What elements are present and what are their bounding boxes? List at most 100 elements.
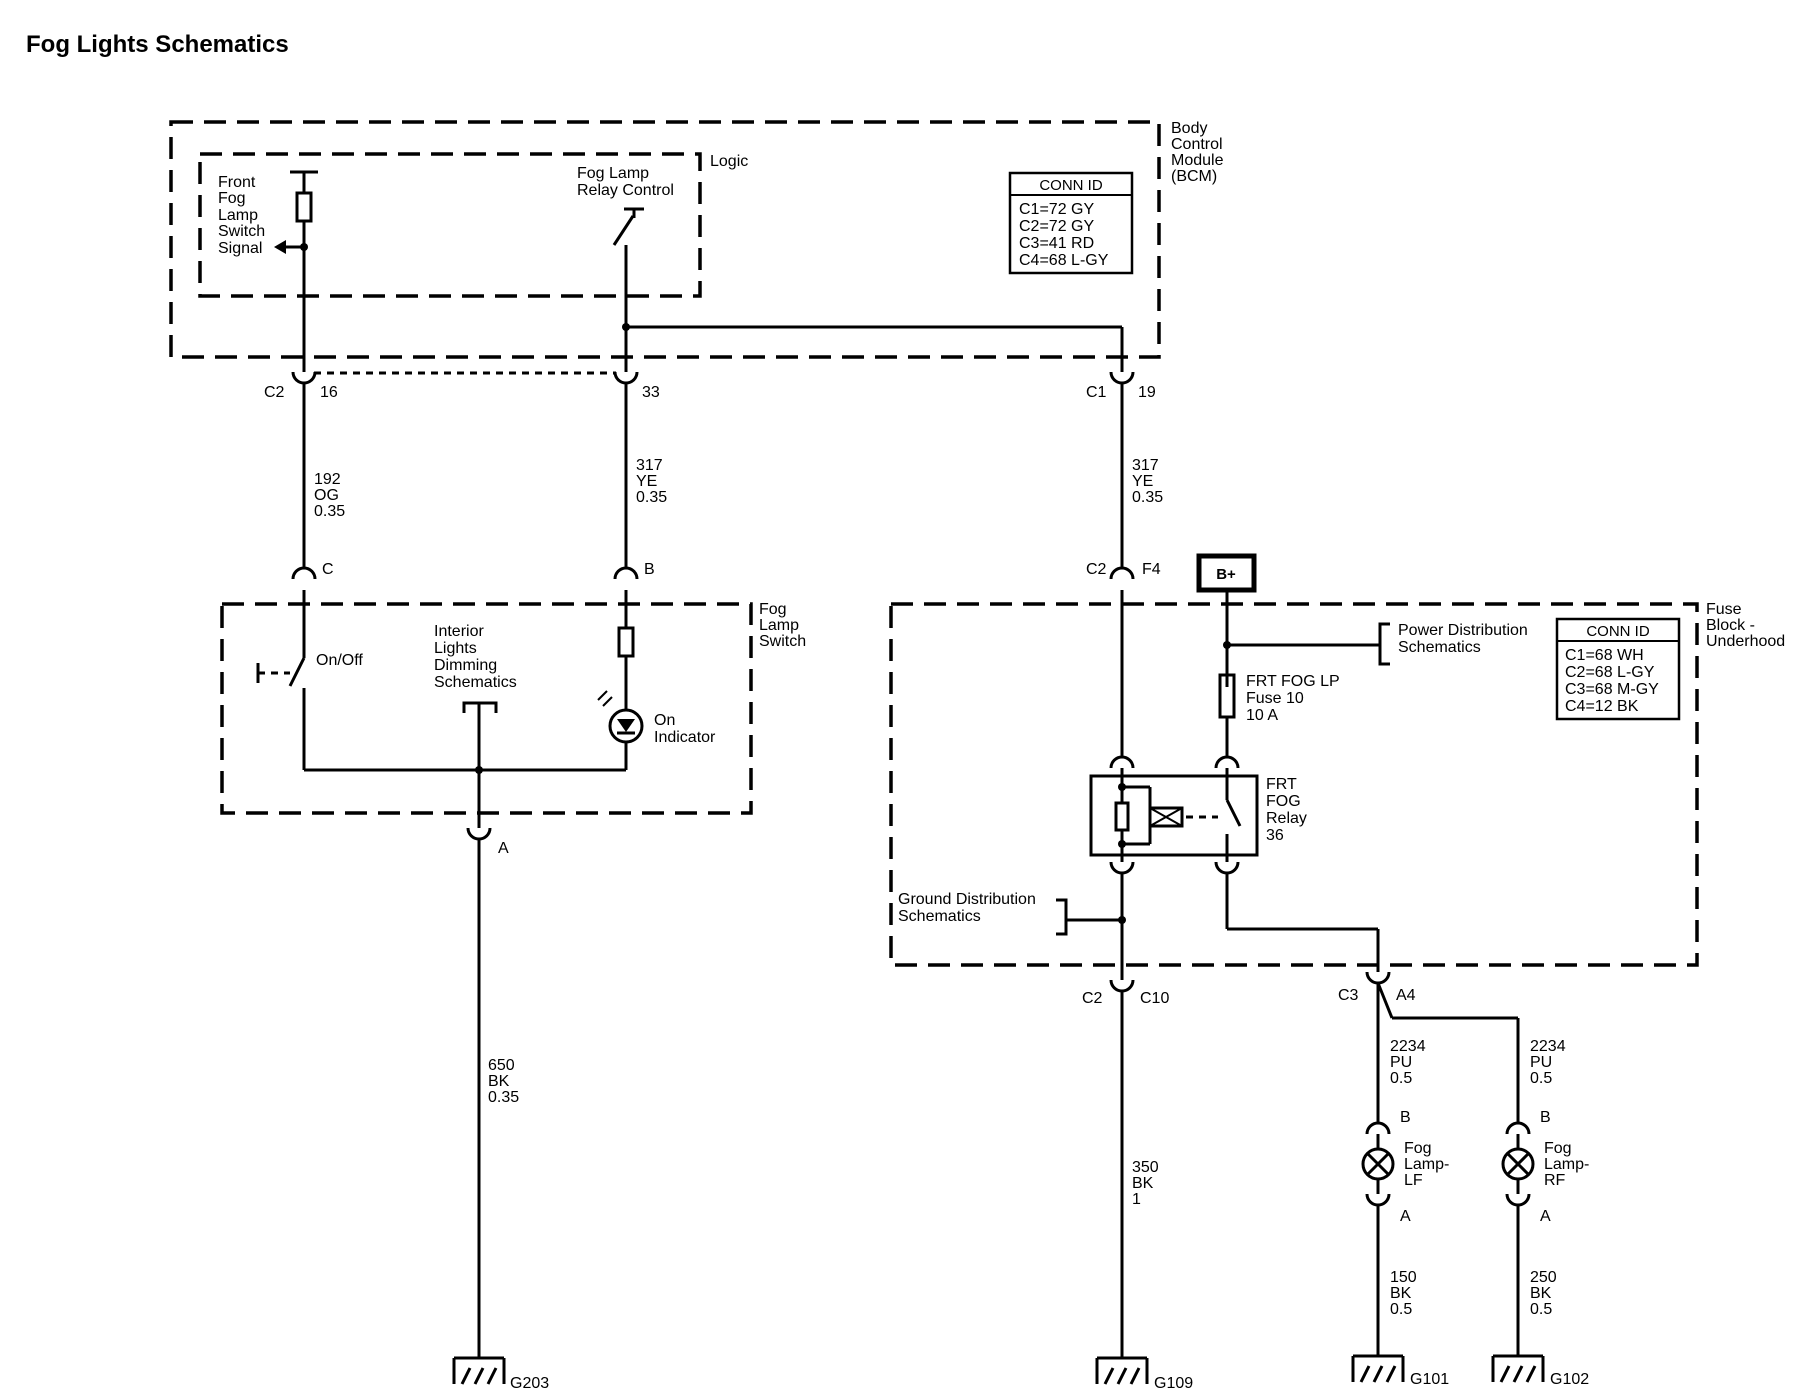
connector-switch-a <box>466 827 492 841</box>
indicator-label-1: On <box>654 712 675 729</box>
connector-lamp-lf-a <box>1365 1193 1391 1207</box>
bcm-label-4: (BCM) <box>1171 168 1217 185</box>
relay-terminal-coil-out <box>1109 861 1135 875</box>
fuse-label-3: 10 A <box>1246 707 1278 724</box>
bcm-label-3: Module <box>1171 152 1224 169</box>
connector-switch-c-label: C <box>322 561 334 578</box>
lamp-lf-label-1: Fog <box>1404 1140 1432 1157</box>
wire-350-size: 1 <box>1132 1191 1141 1208</box>
power-dist-label-2: Schematics <box>1398 639 1481 656</box>
relay-coil-resistor <box>1114 801 1130 832</box>
fuse-conn-id-row-1: C1=68 WH <box>1565 647 1644 664</box>
wire-2234b-size: 0.5 <box>1530 1070 1552 1087</box>
bcm-module: Body Control Module (BCM) Logic Front Fo… <box>169 120 1224 375</box>
frt-fog-relay <box>1089 774 1259 857</box>
ground-g102-icon <box>1491 1354 1545 1383</box>
connector-c2-label: C2 <box>264 384 285 401</box>
fuse-block-label-2: Block - <box>1706 617 1755 634</box>
fog-lamp-rf: B A Fog Lamp- RF <box>1501 1109 1589 1225</box>
connector-lamp-lf-a-label: A <box>1400 1208 1411 1225</box>
bcm-conn-id-row-3: C3=41 RD <box>1019 235 1094 252</box>
fuse-label-1: FRT FOG LP <box>1246 673 1340 690</box>
relay-label-2: FOG <box>1266 793 1301 810</box>
wire-150-size: 0.5 <box>1390 1301 1412 1318</box>
wire-317a-color: YE <box>636 473 657 490</box>
pullup-resistor <box>295 191 313 223</box>
wire-650-size: 0.35 <box>488 1089 519 1106</box>
wire-192-size: 0.35 <box>314 503 345 520</box>
fog-lamp-lf: B A Fog Lamp- LF <box>1361 1109 1449 1225</box>
connector-f4-conn-label: C2 <box>1086 561 1107 578</box>
wire-350-circuit: 350 <box>1132 1159 1159 1176</box>
connector-lamp-rf-b-label: B <box>1540 1109 1551 1126</box>
bcm-connectors: C2 16 33 C1 19 <box>264 371 1156 567</box>
lamp-lf-label-2: Lamp- <box>1404 1156 1449 1173</box>
connector-c10-conn-label: C2 <box>1082 990 1103 1007</box>
fuse-block-label-1: Fuse <box>1706 601 1742 618</box>
ground-g109-icon <box>1095 1356 1149 1385</box>
switch-signal-label-1: Front <box>218 174 256 191</box>
relay-terminal-switch-out <box>1214 861 1240 875</box>
dimming-label-1: Interior <box>434 623 484 640</box>
connector-c1-label: C1 <box>1086 384 1107 401</box>
battery-positive-label: B+ <box>1216 566 1236 583</box>
wire-317a-size: 0.35 <box>636 489 667 506</box>
logic-label: Logic <box>710 153 748 170</box>
lamp-rf-label-2: Lamp- <box>1544 1156 1589 1173</box>
connector-c2-f4 <box>1109 566 1135 580</box>
connector-lamp-rf-a-label: A <box>1540 1208 1551 1225</box>
switch-signal-label-5: Signal <box>218 240 262 257</box>
switch-signal-label-2: Fog <box>218 190 246 207</box>
dimming-label-4: Schematics <box>434 674 517 691</box>
wire-317a-circuit: 317 <box>636 457 663 474</box>
power-dist-bracket <box>1378 622 1390 666</box>
ground-g203-label: G203 <box>510 1375 549 1392</box>
wire-317b-size: 0.35 <box>1132 489 1163 506</box>
lamp-rf-label-3: RF <box>1544 1172 1566 1189</box>
ground-dist-label-2: Schematics <box>898 908 981 925</box>
fuse-conn-id-row-3: C3=68 M-GY <box>1565 681 1659 698</box>
ground-g101-icon <box>1351 1354 1405 1383</box>
onoff-label: On/Off <box>316 652 363 669</box>
connector-c10-pin-label: C10 <box>1140 990 1169 1007</box>
bcm-conn-id-row-4: C4=68 L-GY <box>1019 252 1109 269</box>
fuse-conn-id-table: CONN ID C1=68 WH C2=68 L-GY C3=68 M-GY C… <box>1555 617 1681 721</box>
connector-lamp-rf-b <box>1505 1121 1531 1135</box>
connector-switch-c <box>291 566 317 580</box>
wire-317b-circuit: 317 <box>1132 457 1159 474</box>
wire-150-color: BK <box>1390 1285 1412 1302</box>
fog-lamp-switch-label-1: Fog <box>759 601 787 618</box>
connector-33-label: 33 <box>642 384 660 401</box>
connector-c2-16 <box>291 371 317 385</box>
wire-650-color: BK <box>488 1073 510 1090</box>
connector-c2-c10 <box>1109 979 1135 993</box>
relay-label-3: Relay <box>1266 810 1307 827</box>
connector-lamp-rf-a <box>1505 1193 1531 1207</box>
fog-lamp-switch-label-3: Switch <box>759 633 806 650</box>
relay-switch-contact <box>1225 799 1242 827</box>
connector-switch-b <box>613 566 639 580</box>
connector-16-label: 16 <box>320 384 338 401</box>
fog-lamp-switch-label-2: Lamp <box>759 617 799 634</box>
page-title: Fog Lights Schematics <box>26 31 289 58</box>
connector-lamp-lf-b <box>1365 1121 1391 1135</box>
bcm-conn-id-table: CONN ID C1=72 GY C2=72 GY C3=41 RD C4=68… <box>1008 171 1134 275</box>
signal-arrow-icon <box>274 240 286 254</box>
indicator-resistor <box>617 626 635 658</box>
fuse-block-label-3: Underhood <box>1706 633 1785 650</box>
relay-control-label-2: Relay Control <box>577 182 674 199</box>
relay-terminal-coil-in <box>1109 755 1135 769</box>
dimming-label-2: Lights <box>434 640 477 657</box>
bcm-outline <box>169 120 1161 359</box>
relay-label-1: FRT <box>1266 776 1297 793</box>
wire-350-color: BK <box>1132 1175 1154 1192</box>
connector-lamp-lf-b-label: B <box>1400 1109 1411 1126</box>
fog-lamp-switch-outline <box>220 602 753 815</box>
ground-g102-label: G102 <box>1550 1371 1589 1388</box>
wire-150-circuit: 150 <box>1390 1269 1417 1286</box>
switch-signal-label-3: Lamp <box>218 207 258 224</box>
fuse-conn-id-row-4: C4=12 BK <box>1565 698 1639 715</box>
relay-coil-icon <box>1148 806 1184 828</box>
wire-317b-color: YE <box>1132 473 1153 490</box>
logic-outline <box>198 152 702 298</box>
